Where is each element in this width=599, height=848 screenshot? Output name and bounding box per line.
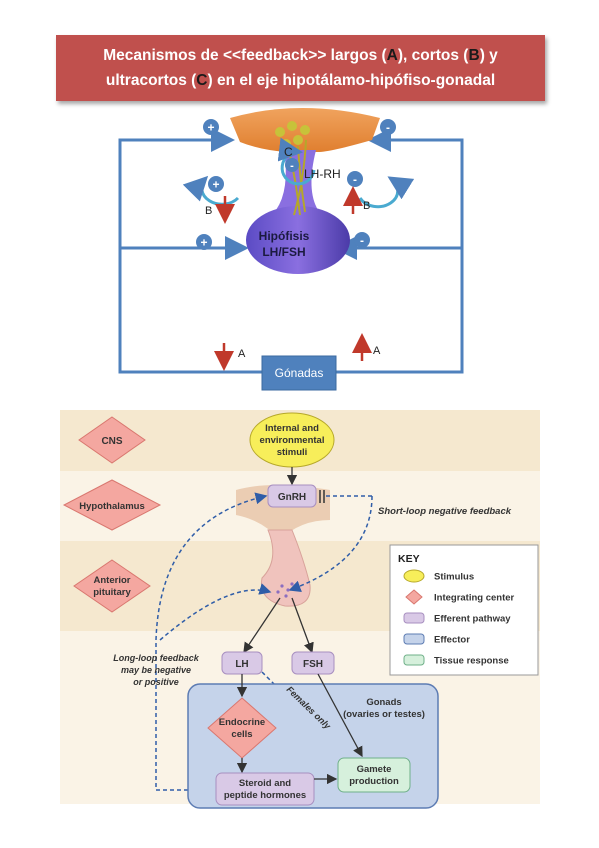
title-text-2: ), cortos ( bbox=[397, 47, 469, 64]
feedback-loop-lines bbox=[118, 128, 464, 374]
key-stimulus-swatch bbox=[403, 569, 425, 583]
svg-text:+: + bbox=[207, 121, 214, 135]
gonads-label: Gonads bbox=[366, 697, 401, 708]
title-letter-c: C bbox=[196, 72, 208, 89]
key-tissue-label: Tissue response bbox=[434, 656, 509, 667]
cns-diamond: CNS bbox=[78, 416, 146, 464]
bands-background bbox=[60, 410, 540, 804]
loop-b-right-icon bbox=[358, 176, 415, 209]
title-letter-b: B bbox=[468, 47, 480, 64]
svg-text:KEY: KEY bbox=[398, 553, 420, 565]
title-letter-a: A bbox=[386, 47, 398, 64]
svg-text:Hypothalamus: Hypothalamus bbox=[79, 501, 144, 512]
svg-text:FSH: FSH bbox=[303, 659, 323, 670]
svg-text:Endocrine: Endocrine bbox=[219, 717, 265, 728]
females-only-label: Females only bbox=[285, 684, 334, 731]
key-legend: KEY Stimulus Integrating center Efferent… bbox=[389, 544, 539, 676]
long-loop-label-2: may be negative bbox=[121, 665, 191, 675]
long-loop-label-1: Long-loop feedback bbox=[113, 653, 199, 663]
top-diagram: + - + - - + - C LH-RH B B Hipófisis LH/F… bbox=[118, 108, 464, 391]
label-b-left: B bbox=[205, 205, 212, 217]
svg-text:-: - bbox=[353, 173, 357, 187]
key-efferent-swatch bbox=[403, 612, 425, 624]
minus-badge-c: - bbox=[285, 158, 299, 172]
svg-text:cells: cells bbox=[231, 729, 252, 740]
long-loop-label-3: or positive bbox=[133, 677, 179, 687]
label-c: C bbox=[284, 145, 293, 159]
svg-text:Steroid and: Steroid and bbox=[239, 778, 291, 789]
hypothalamus-illustration bbox=[236, 485, 330, 540]
svg-text:LH: LH bbox=[235, 659, 248, 670]
svg-text:GnRH: GnRH bbox=[278, 492, 306, 503]
label-b-right: B bbox=[363, 200, 370, 212]
minus-badge-b-right: - bbox=[347, 171, 363, 187]
short-loop-label: Short-loop negative feedback bbox=[378, 506, 512, 517]
plus-badge-mid-left: + bbox=[196, 234, 212, 250]
pituitary-cells-icon bbox=[276, 582, 294, 598]
svg-text:Anterior: Anterior bbox=[94, 575, 131, 586]
gonads-sublabel: (ovaries or testes) bbox=[343, 709, 425, 720]
svg-text:pituitary: pituitary bbox=[93, 587, 131, 598]
title-banner: Mecanismos de <<feedback>> largos (A), c… bbox=[56, 35, 545, 101]
svg-text:Internal and: Internal and bbox=[265, 423, 319, 434]
fsh-box: FSH bbox=[291, 651, 335, 675]
title-text-3: ) y bbox=[479, 47, 498, 64]
key-integrating-label: Integrating center bbox=[434, 593, 515, 604]
gonadas-label: Gónadas bbox=[275, 366, 324, 380]
feedback-dashed-lines bbox=[155, 492, 373, 791]
hipofisis-label: Hipófisis bbox=[259, 229, 310, 243]
svg-text:environmental: environmental bbox=[260, 435, 325, 446]
hipofisis-sublabel: LH/FSH bbox=[262, 245, 305, 259]
gamete-production-box: Gamete production bbox=[337, 757, 411, 793]
steroid-hormones-box: Steroid and peptide hormones bbox=[215, 772, 315, 806]
anterior-pituitary-diamond: Anterior pituitary bbox=[73, 559, 151, 613]
svg-text:Gamete: Gamete bbox=[357, 764, 392, 775]
plus-badge-top-left: + bbox=[203, 119, 219, 135]
svg-text:+: + bbox=[200, 236, 207, 250]
key-stimulus-label: Stimulus bbox=[434, 572, 474, 583]
svg-text:-: - bbox=[386, 121, 390, 135]
pituitary-shape bbox=[246, 206, 350, 274]
title-text-5: ) en el eje hipotálamo-hipófiso-gonadal bbox=[207, 72, 496, 89]
key-integrating-swatch bbox=[405, 589, 423, 605]
loop-b-left-icon bbox=[182, 175, 240, 206]
svg-text:+: + bbox=[212, 178, 219, 192]
lh-box: LH bbox=[221, 651, 263, 675]
label-lhrh: LH-RH bbox=[304, 167, 341, 181]
gonadas-box bbox=[261, 355, 337, 391]
label-a-right: A bbox=[373, 345, 381, 357]
hypothalamus-diamond: Hypothalamus bbox=[62, 479, 162, 531]
key-effector-label: Effector bbox=[434, 635, 470, 646]
key-tissue-swatch bbox=[403, 654, 425, 666]
svg-text:-: - bbox=[290, 160, 294, 172]
minus-badge-mid-right: - bbox=[354, 232, 370, 248]
minus-badge-top-right: - bbox=[380, 119, 396, 135]
key-efferent-label: Efferent pathway bbox=[434, 614, 511, 625]
title-text-4: ultracortos ( bbox=[105, 72, 197, 89]
pituitary-illustration bbox=[260, 529, 311, 607]
gonads-box bbox=[187, 683, 439, 809]
svg-text:peptide hormones: peptide hormones bbox=[224, 790, 306, 801]
loop-c-icon bbox=[277, 137, 316, 186]
label-a-left: A bbox=[238, 348, 246, 360]
svg-text:production: production bbox=[349, 776, 399, 787]
gnrh-box: GnRH bbox=[267, 484, 317, 508]
endocrine-cells-diamond: Endocrine cells bbox=[207, 697, 277, 759]
svg-text:CNS: CNS bbox=[101, 436, 122, 447]
stimulus-ellipse: Internal and environmental stimuli bbox=[249, 412, 335, 468]
plus-badge-b-left: + bbox=[208, 176, 224, 192]
svg-text:-: - bbox=[360, 234, 364, 248]
svg-text:stimuli: stimuli bbox=[277, 447, 308, 458]
title-text-1: Mecanismos de <<feedback>> largos ( bbox=[103, 47, 387, 64]
key-effector-swatch bbox=[403, 633, 425, 645]
